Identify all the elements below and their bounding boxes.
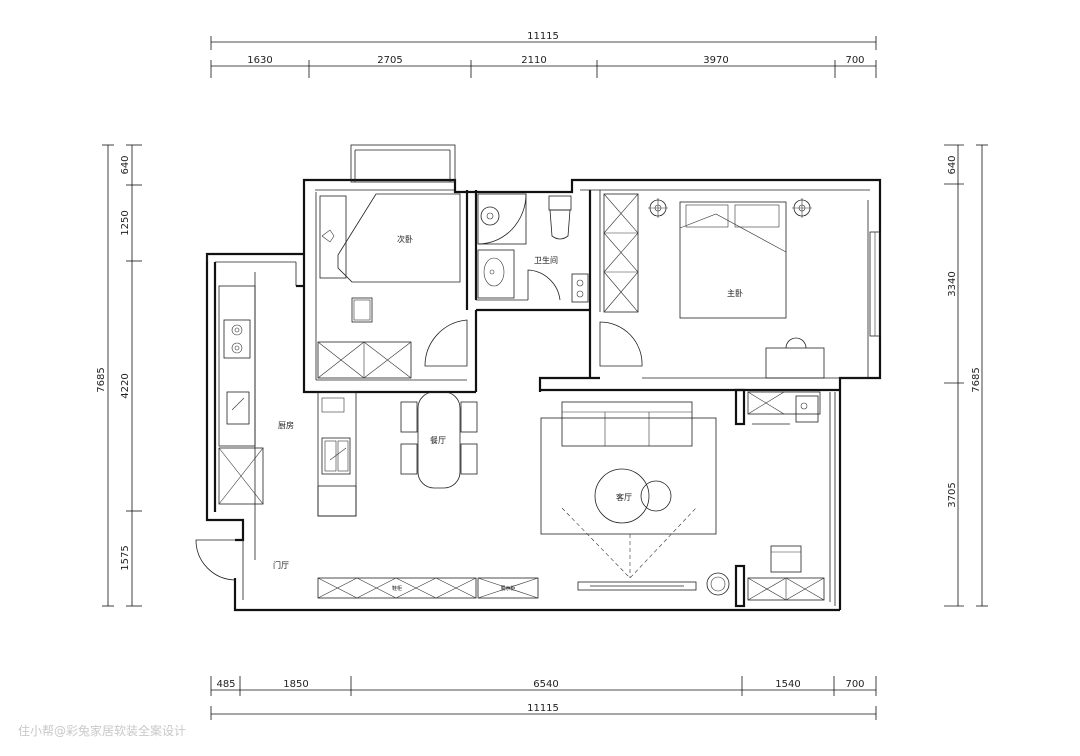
shoe-cabinet <box>317 577 477 599</box>
toilet <box>548 195 572 211</box>
top-dimension-chain: 11115 1630 2705 2110 3970 700 <box>210 31 877 78</box>
bedroom2-chair <box>351 297 373 323</box>
bottom-dimension-chain: 485 1850 6540 1540 700 11115 <box>210 676 877 720</box>
bottom-dim-4: 1540 <box>775 679 800 690</box>
top-dim-5: 700 <box>845 55 864 66</box>
right-dimension-chain: 640 3340 3705 7685 <box>944 144 988 607</box>
master-door <box>599 321 643 367</box>
living-rug <box>540 417 717 535</box>
bottom-dim-1: 485 <box>216 679 235 690</box>
bedroom2-cabinet <box>317 341 412 379</box>
dining-table <box>417 391 461 489</box>
bedroom2-door <box>424 319 468 367</box>
east-utility <box>734 388 825 608</box>
left-dim-1: 640 <box>120 155 131 174</box>
utility-cabinet <box>747 391 821 415</box>
island-sink <box>321 437 351 475</box>
bottom-total-dim: 11115 <box>527 703 559 714</box>
bedroom2-wardrobe <box>319 195 347 279</box>
master-desk <box>765 347 825 379</box>
bathroom-label: 卫生间 <box>534 255 558 265</box>
bathroom: 卫生间 <box>477 193 589 303</box>
entrance-label: 门厅 <box>273 560 289 570</box>
shower-area <box>477 193 527 245</box>
shoe-cabinet-label: 鞋柜 <box>392 585 402 592</box>
right-total-dim: 7685 <box>971 367 982 392</box>
bedroom-2: 次卧 <box>317 193 468 379</box>
stove <box>223 319 251 359</box>
right-dim-2: 3340 <box>947 271 958 296</box>
kitchen: 厨房 <box>218 285 357 517</box>
washing-machine <box>571 273 589 303</box>
watermark: 住小帮@彩兔家居软装全案设计 <box>18 723 186 738</box>
interior-walls <box>242 190 869 600</box>
bottom-dim-2: 1850 <box>283 679 308 690</box>
dining-chair <box>460 401 478 433</box>
kitchen-counter <box>218 285 256 447</box>
master-label: 主卧 <box>727 288 743 298</box>
kitchen-sink <box>226 391 250 425</box>
balcony-chair <box>770 545 802 573</box>
display-cabinet-label: 展示柜 <box>500 585 515 592</box>
top-dim-3: 2110 <box>521 55 546 66</box>
bottom-dim-3: 6540 <box>533 679 558 690</box>
master-bedroom: 主卧 <box>599 193 825 379</box>
dining: 餐厅 <box>400 391 478 489</box>
top-total-dim: 11115 <box>527 31 559 42</box>
balcony-bedroom2 <box>350 144 456 183</box>
right-dim-3: 3705 <box>947 482 958 507</box>
bathroom-door <box>527 269 561 301</box>
entrance: 鞋柜 展示柜 门厅 <box>195 539 539 599</box>
utility-sink <box>795 395 819 423</box>
display-cabinet <box>477 577 539 599</box>
fridge <box>218 447 264 505</box>
master-bed <box>679 201 787 319</box>
living-room: 客厅 <box>540 401 730 596</box>
side-table <box>640 480 672 512</box>
master-wardrobe <box>603 193 639 313</box>
left-dimension-chain: 7685 640 1250 4220 1575 <box>96 144 142 607</box>
washbasin <box>477 249 515 299</box>
shower-drain <box>480 206 500 226</box>
bottom-dim-5: 700 <box>845 679 864 690</box>
top-dim-1: 1630 <box>247 55 272 66</box>
plant <box>706 572 730 596</box>
left-dim-3: 4220 <box>120 373 131 398</box>
coffee-table <box>594 468 650 524</box>
sofa <box>561 401 693 447</box>
left-dim-2: 1250 <box>120 210 131 235</box>
kitchen-label: 厨房 <box>278 420 294 430</box>
top-dim-4: 3970 <box>703 55 728 66</box>
left-dim-4: 1575 <box>120 545 131 570</box>
entry-door <box>195 539 236 581</box>
dining-label: 餐厅 <box>430 436 446 445</box>
bedroom2-label: 次卧 <box>397 234 413 244</box>
dining-chair <box>460 443 478 475</box>
top-dim-2: 2705 <box>377 55 402 66</box>
tv-unit <box>577 581 697 591</box>
dining-chair <box>400 401 418 433</box>
living-label: 客厅 <box>616 492 632 502</box>
dining-chair <box>400 443 418 475</box>
right-dim-1: 640 <box>947 155 958 174</box>
left-total-dim: 7685 <box>96 367 107 392</box>
